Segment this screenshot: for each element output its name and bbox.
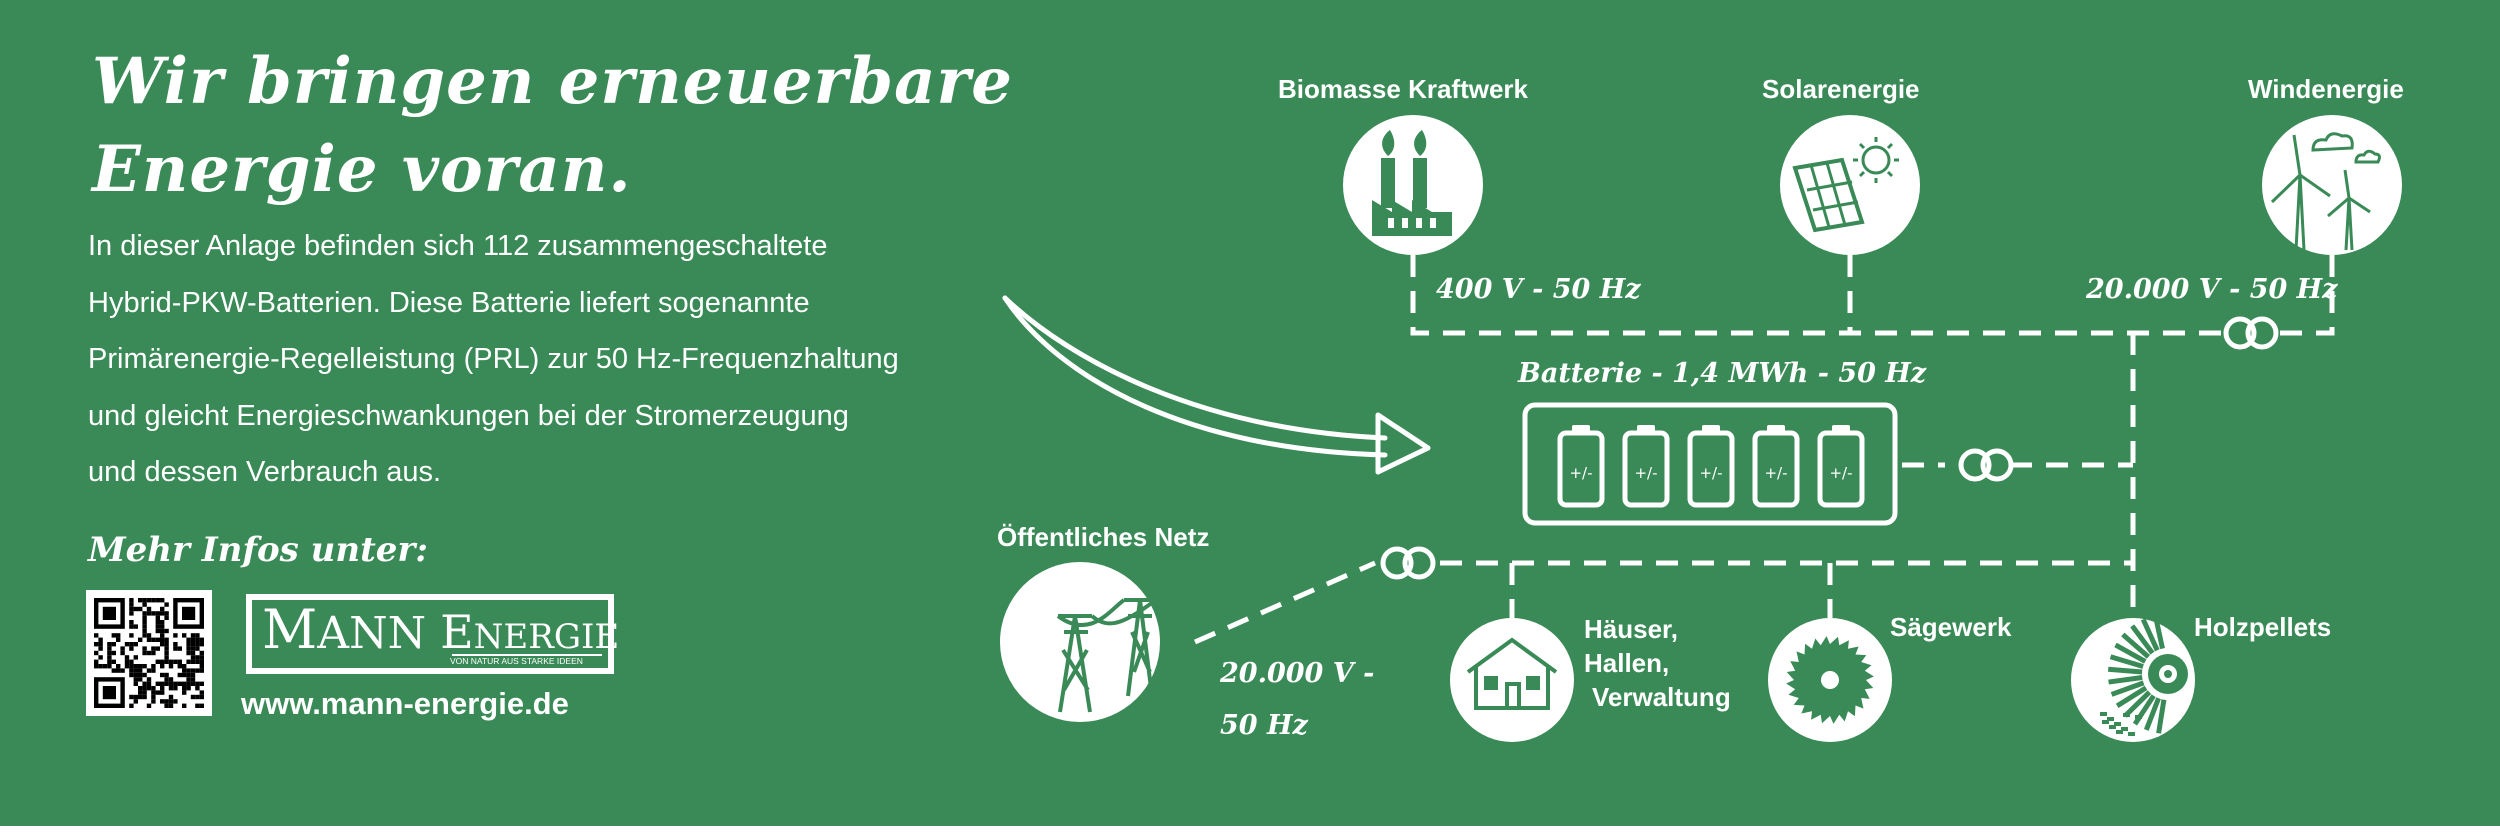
battery-cell-icon: +/- bbox=[1622, 425, 1670, 508]
qr-code-icon bbox=[94, 598, 204, 708]
intro-text: In dieser Anlage befinden sich 112 zusam… bbox=[88, 218, 1018, 501]
wind-label: Windenergie bbox=[2248, 74, 2404, 104]
houses-node bbox=[1450, 618, 1574, 742]
headline: Wir bringen erneuerbare Energie voran. bbox=[92, 38, 1013, 214]
sawmill-node bbox=[1768, 618, 1892, 742]
solar-node bbox=[1780, 115, 1920, 255]
intro-line: und dessen Verbrauch aus. bbox=[88, 456, 442, 488]
line-wind bbox=[2270, 255, 2335, 336]
house-icon bbox=[1466, 637, 1558, 710]
battery-cell-label: +/- bbox=[1764, 464, 1787, 482]
logo-wordmark: MANN ENERGIE bbox=[262, 598, 620, 661]
biomass-label: Biomasse Kraftwerk bbox=[1278, 74, 1528, 104]
logo-tagline: VON NATUR AUS STARKE IDEEN bbox=[450, 656, 583, 666]
grid-node bbox=[1000, 562, 1160, 722]
line-grid bbox=[1193, 560, 1377, 645]
battery-box bbox=[1522, 402, 1898, 526]
intro-line: und gleicht Energieschwankungen bei der … bbox=[88, 399, 849, 432]
headline-line-1: Wir bringen erneuerbare bbox=[92, 44, 1013, 119]
headline-line-2: Energie voran. bbox=[92, 132, 632, 207]
qr-code[interactable] bbox=[86, 590, 212, 716]
sawmill-label: Sägewerk bbox=[1890, 612, 2012, 642]
wind-turbine-icon bbox=[2270, 132, 2381, 251]
transformer-icon bbox=[1380, 316, 2279, 580]
pellets-label: Holzpellets bbox=[2194, 612, 2332, 642]
wind-node bbox=[2262, 115, 2402, 255]
battery-cells: +/- +/- +/- +/- +/- bbox=[1557, 425, 1865, 508]
intro-line: In dieser Anlage befinden sich 112 zusam… bbox=[88, 230, 828, 262]
intro-line: Hybrid-PKW-Batterien. Diese Batterie lie… bbox=[88, 286, 810, 319]
curved-arrow-icon bbox=[1002, 295, 1431, 475]
battery-cell-icon: +/- bbox=[1752, 425, 1800, 508]
power-pylon-icon bbox=[1056, 598, 1158, 713]
battery-cell-label: +/- bbox=[1829, 464, 1852, 482]
pellets-node bbox=[2071, 614, 2195, 742]
biomass-node bbox=[1343, 115, 1483, 255]
battery-cell-icon: +/- bbox=[1817, 425, 1865, 508]
solar-label: Solarenergie bbox=[1762, 74, 1920, 104]
biomass-spec: 400 V - 50 Hz bbox=[1436, 274, 1641, 305]
battery-cell-icon: +/- bbox=[1687, 425, 1735, 508]
logo-underline bbox=[452, 654, 602, 656]
houses-label: Häuser, Hallen, Verwaltung bbox=[1584, 614, 1731, 712]
connection-lines bbox=[1193, 255, 2335, 645]
battery-cell-icon: +/- bbox=[1557, 425, 1605, 508]
saw-blade-icon bbox=[1786, 636, 1874, 724]
battery-cell-label: +/- bbox=[1569, 464, 1592, 482]
solar-panel-icon bbox=[1792, 137, 1899, 233]
pellet-mill-icon bbox=[2100, 614, 2188, 736]
battery-cell-label: +/- bbox=[1634, 464, 1657, 482]
website-link[interactable]: www.mann-energie.de bbox=[241, 686, 569, 721]
battery-cell-label: +/- bbox=[1699, 464, 1722, 482]
more-info-label: Mehr Infos unter: bbox=[88, 530, 428, 570]
grid-spec: 20.000 V - 50 Hz bbox=[1220, 658, 1375, 741]
wind-spec: 20.000 V - 50 Hz bbox=[2086, 274, 2338, 305]
mann-energie-logo[interactable]: MANN ENERGIE VON NATUR AUS STARKE IDEEN bbox=[246, 594, 619, 674]
line-biomass bbox=[1410, 255, 2235, 336]
intro-line: Primärenergie-Regelleistung (PRL) zur 50… bbox=[88, 343, 899, 375]
battery-spec: Batterie - 1,4 MWh - 50 Hz bbox=[1518, 358, 1927, 389]
grid-label: Öffentliches Netz bbox=[997, 522, 1210, 552]
